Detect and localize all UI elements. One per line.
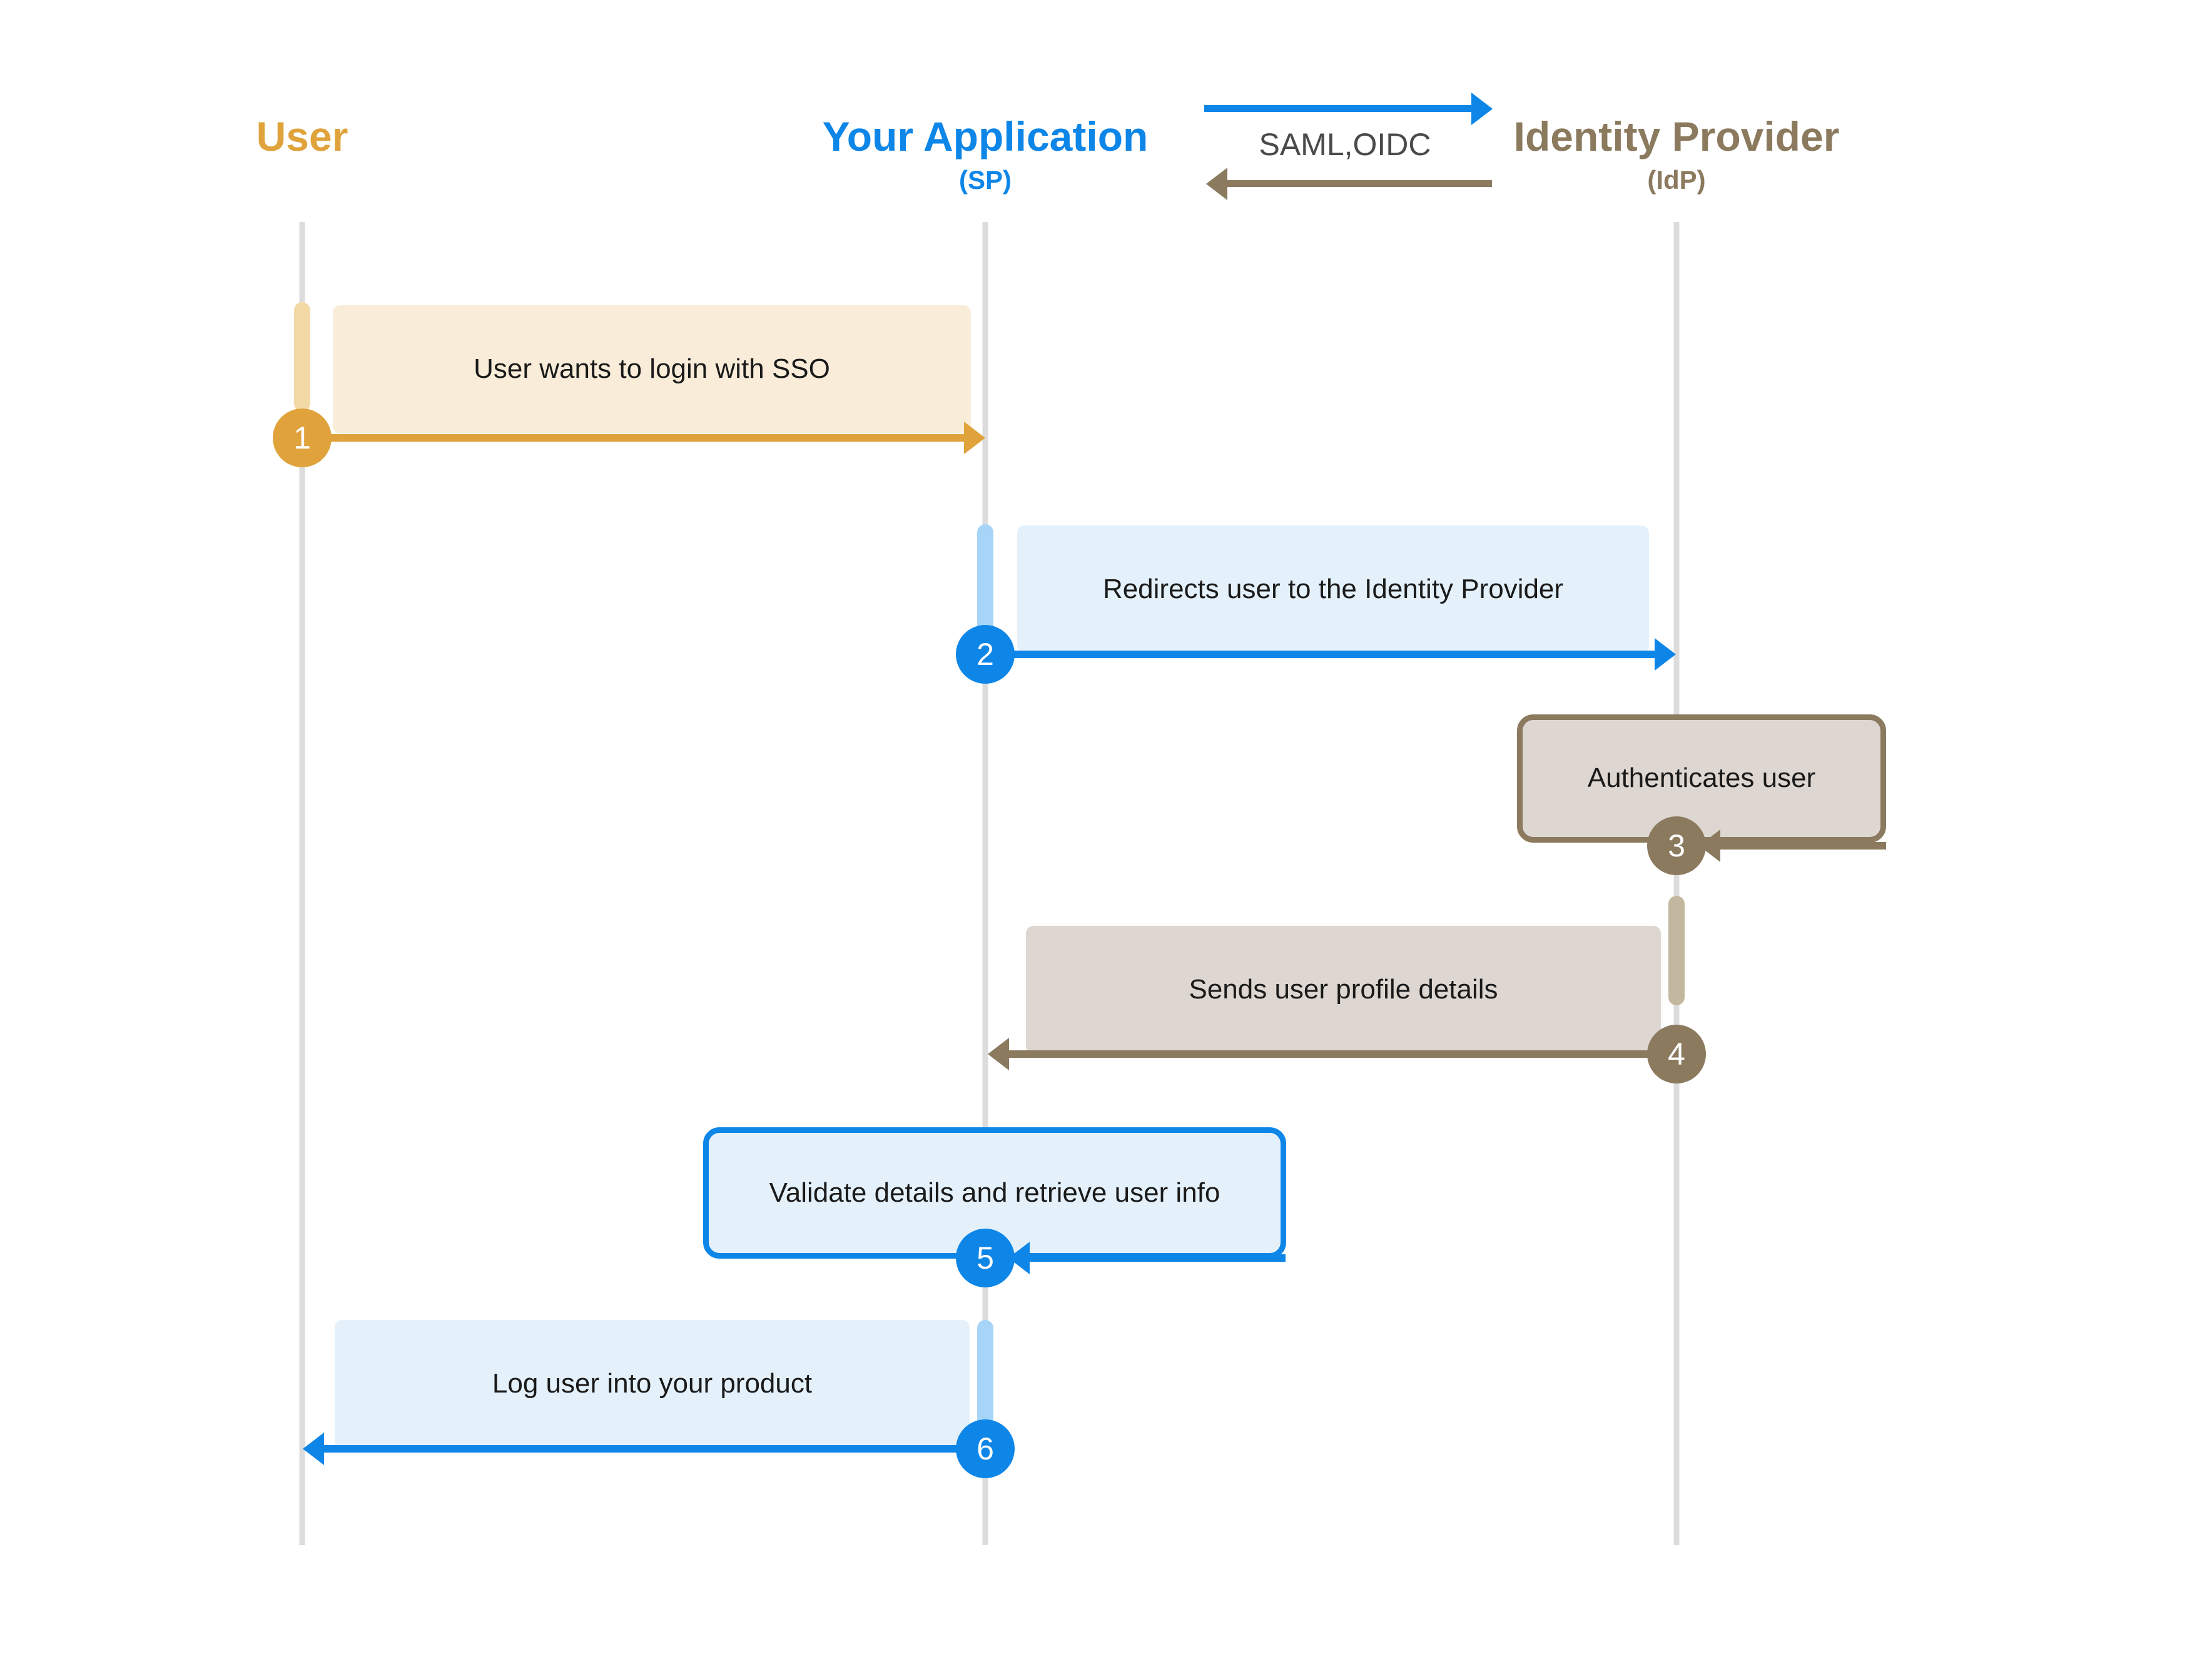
legend-protocol-label: SAML,OIDC — [1259, 127, 1431, 162]
activation-bar-sp-step2 — [977, 524, 993, 634]
step-badge-5[interactable]: 5 — [956, 1229, 1015, 1287]
lifeline-identity-provider — [1673, 222, 1680, 1545]
message-arrowhead-step-6-icon — [303, 1433, 324, 1465]
message-label-step-3: Authenticates user — [1587, 763, 1816, 794]
message-label-step-5: Validate details and retrieve user info — [769, 1177, 1220, 1208]
message-box-step-5: Validate details and retrieve user info — [703, 1127, 1286, 1259]
message-arrowhead-step-4-icon — [988, 1038, 1009, 1070]
message-line-step-2 — [985, 651, 1656, 658]
message-box-step-1: User wants to login with SSO — [333, 305, 971, 434]
step-badge-6[interactable]: 6 — [956, 1419, 1015, 1478]
step-badge-3[interactable]: 3 — [1647, 816, 1706, 875]
legend-inbound-line — [1226, 180, 1492, 187]
message-box-step-6: Log user into your product — [335, 1320, 970, 1448]
step-badge-1[interactable]: 1 — [273, 408, 332, 467]
message-box-step-4: Sends user profile details — [1026, 926, 1661, 1054]
activation-bar-user-step1 — [294, 302, 310, 412]
activation-bar-sp-step6 — [977, 1320, 993, 1429]
message-arrowhead-step-1-icon — [964, 422, 985, 454]
legend-outbound-line — [1204, 105, 1473, 112]
step-badge-4[interactable]: 4 — [1647, 1025, 1706, 1083]
participant-sublabel-idp: (IdP) — [1647, 165, 1706, 195]
legend-outbound-arrowhead-icon — [1471, 93, 1493, 125]
message-label-step-4: Sends user profile details — [1189, 974, 1498, 1005]
message-label-step-1: User wants to login with SSO — [474, 353, 830, 385]
lifeline-user — [299, 222, 305, 1545]
activation-bar-idp-step4 — [1668, 896, 1685, 1005]
participant-header-identity-provider: Identity Provider (IdP) — [1514, 116, 1840, 193]
lifeline-your-application — [982, 222, 988, 1545]
message-line-step-3 — [1677, 842, 1886, 850]
message-label-step-6: Log user into your product — [492, 1368, 813, 1399]
message-line-step-6 — [324, 1445, 985, 1453]
message-line-step-1 — [302, 434, 965, 442]
participant-name-identity-provider: Identity Provider — [1513, 113, 1840, 160]
participant-header-your-application: Your Application (SP) — [823, 116, 1149, 193]
message-label-step-2: Redirects user to the Identity Provider — [1102, 574, 1564, 605]
legend-inbound-arrowhead-icon — [1206, 168, 1227, 200]
message-line-step-5 — [985, 1254, 1286, 1262]
step-badge-2[interactable]: 2 — [956, 625, 1015, 684]
message-box-step-2: Redirects user to the Identity Provider — [1017, 525, 1649, 654]
participant-header-user: User — [256, 116, 348, 157]
message-arrowhead-step-2-icon — [1655, 638, 1676, 671]
participant-name-user: User — [256, 113, 348, 160]
participant-name-your-application: Your Application — [822, 113, 1149, 160]
message-box-step-3: Authenticates user — [1517, 714, 1886, 843]
message-line-step-4 — [1009, 1050, 1677, 1058]
participant-sublabel-sp: (SP) — [959, 165, 1012, 195]
